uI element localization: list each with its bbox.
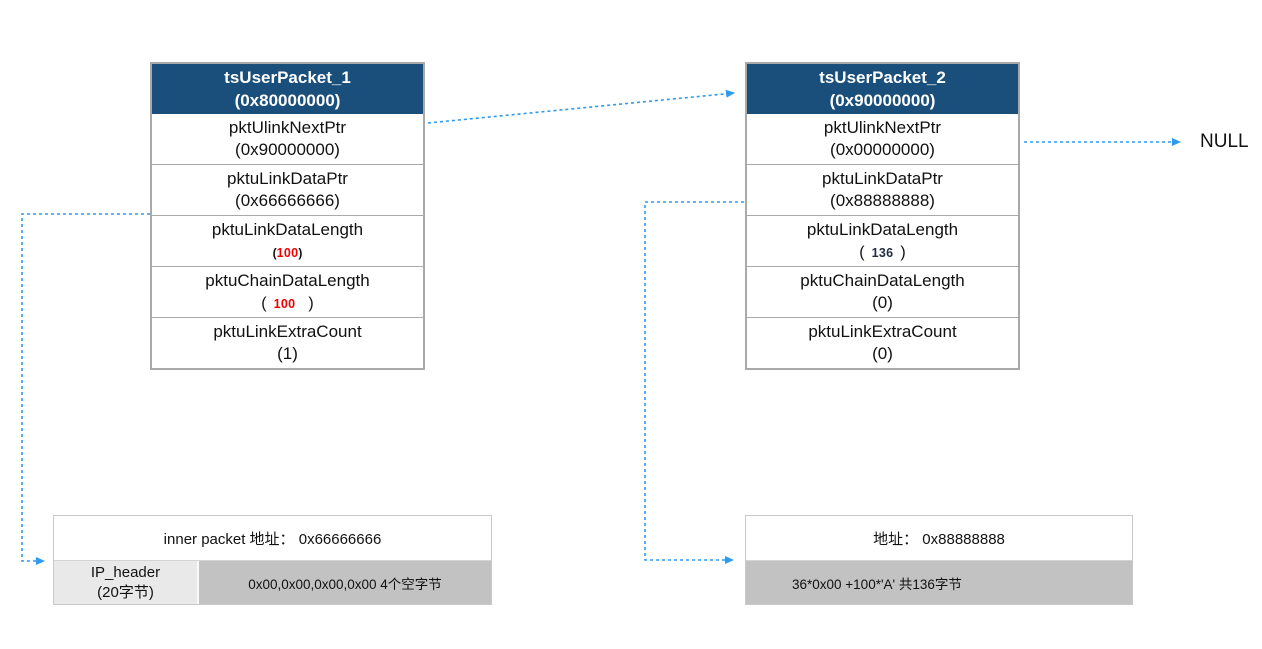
null-terminator-label: NULL (1200, 131, 1249, 152)
arrow-packet1-next-to-packet2 (427, 89, 735, 124)
packet1-address: (0x80000000) (234, 91, 341, 110)
buffer1-data-row: IP_header (20字节) 0x00,0x00,0x00,0x00 4个空… (54, 561, 491, 604)
packet1-datalength-value: 100 (276, 246, 299, 260)
packet2-datalength-value: 136 (871, 245, 894, 260)
packet1-field-pktuChainDataLength: pktuChainDataLength (100) (152, 266, 423, 317)
packet2-field-pktUlinkNextPtr: pktUlinkNextPtr (0x00000000) (747, 114, 1018, 164)
buffer1-box: inner packet 地址： 0x66666666 IP_header (2… (53, 515, 492, 605)
packet1-field-pktUlinkNextPtr: pktUlinkNextPtr (0x90000000) (152, 114, 423, 164)
close-paren: ) (900, 243, 906, 261)
buffer2-address-row: 地址： 0x88888888 (746, 516, 1132, 561)
packet2-title: tsUserPacket_2 (819, 67, 946, 87)
buffer1-address-row: inner packet 地址： 0x66666666 (54, 516, 491, 561)
open-paren: ( (272, 246, 277, 260)
buffer2-bytes-text: 36*0x00 +100*'A' 共136字节 (792, 576, 962, 592)
packet1-field-pktuLinkExtraCount: pktuLinkExtraCount (1) (152, 317, 423, 368)
packet1-title: tsUserPacket_1 (224, 67, 351, 87)
buffer1-bytes-cell: 0x00,0x00,0x00,0x00 4个空字节 (199, 561, 491, 604)
buffer2-address-label: 地址： 0x88888888 (873, 530, 1005, 548)
packet2-field-pktuLinkDataLength: pktuLinkDataLength (136) (747, 215, 1018, 266)
buffer2-bytes-cell: 36*0x00 +100*'A' 共136字节 (746, 561, 1132, 604)
packet2-field-pktuLinkDataPtr: pktuLinkDataPtr (0x88888888) (747, 164, 1018, 215)
packet1-struct: tsUserPacket_1 (0x80000000) pktUlinkNext… (150, 62, 425, 370)
packet1-field-pktuLinkDataPtr: pktuLinkDataPtr (0x66666666) (152, 164, 423, 215)
buffer1-address-label: inner packet 地址： 0x66666666 (163, 530, 382, 548)
open-paren: ( (261, 294, 267, 312)
arrow-packet1-dataptr-to-buffer1 (21, 213, 150, 565)
open-paren: ( (859, 243, 865, 261)
ip-header-label: IP_header (90, 564, 161, 581)
buffer1-ip-header-cell: IP_header (20字节) (54, 561, 199, 604)
packet2-header: tsUserPacket_2 (0x90000000) (747, 64, 1018, 114)
packet2-address: (0x90000000) (829, 91, 936, 110)
buffer2-box: 地址： 0x88888888 36*0x00 +100*'A' 共136字节 (745, 515, 1133, 605)
packet1-field-pktuLinkDataLength: pktuLinkDataLength (100) (152, 215, 423, 266)
buffer1-bytes-text: 0x00,0x00,0x00,0x00 4个空字节 (248, 576, 442, 592)
packet1-header: tsUserPacket_1 (0x80000000) (152, 64, 423, 114)
packet2-struct: tsUserPacket_2 (0x90000000) pktUlinkNext… (745, 62, 1020, 370)
close-paren: ) (308, 294, 314, 312)
packet1-chainlength-value: 100 (273, 296, 296, 311)
buffer2-data-row: 36*0x00 +100*'A' 共136字节 (746, 561, 1132, 604)
close-paren: ) (298, 246, 303, 260)
arrow-packet2-dataptr-to-buffer2 (644, 201, 744, 564)
packet2-field-pktuChainDataLength: pktuChainDataLength (0) (747, 266, 1018, 317)
packet2-field-pktuLinkExtraCount: pktuLinkExtraCount (0) (747, 317, 1018, 368)
ip-header-size: (20字节) (97, 583, 154, 601)
